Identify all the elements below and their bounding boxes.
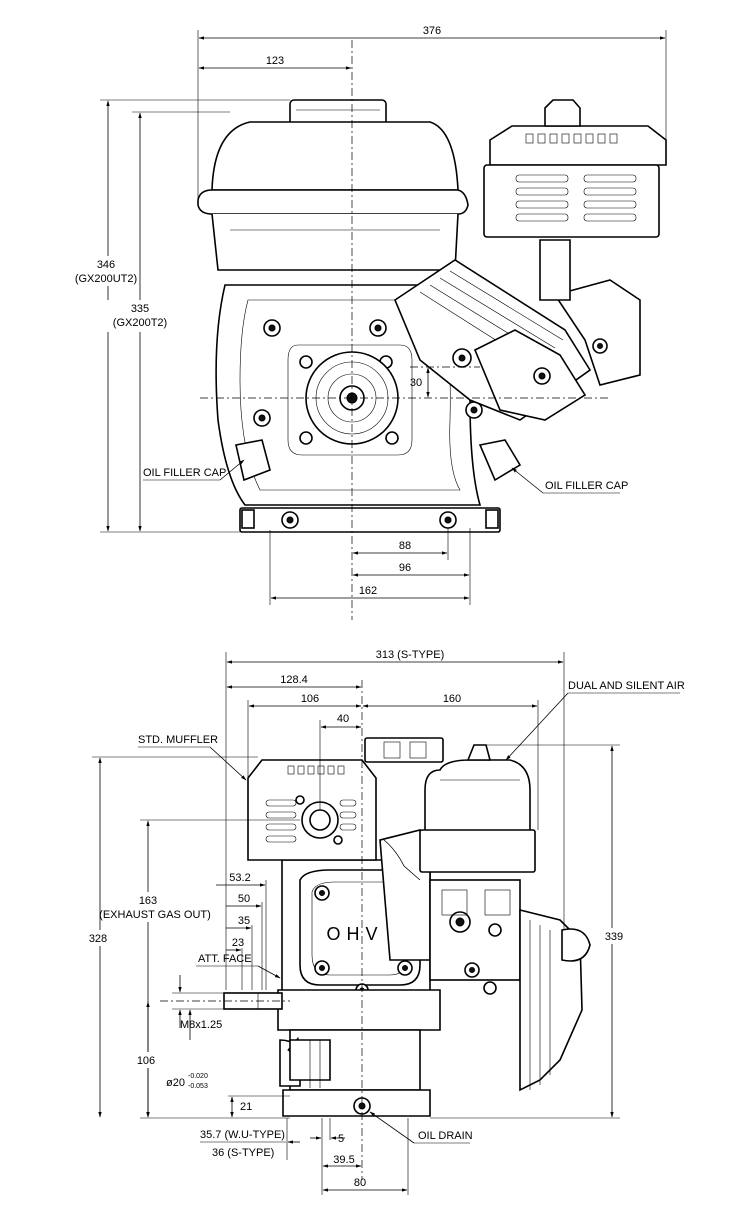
dim-335: 335 xyxy=(131,303,149,315)
dim-96: 96 xyxy=(399,562,411,574)
dim-exhaust-height: 163 (EXHAUST GAS OUT) xyxy=(96,819,300,1119)
recoil-starter-side xyxy=(519,908,591,1092)
label-oil-filler-cap-left: OIL FILLER CAP xyxy=(143,467,226,479)
side-view: OHV xyxy=(86,649,685,1195)
ohv-embossing: OHV xyxy=(326,924,383,944)
dim-30: 30 xyxy=(410,377,422,389)
svg-text:160: 160 xyxy=(443,693,461,705)
dim-21: 21 xyxy=(228,1095,290,1118)
label-oil-drain: OIL DRAIN xyxy=(418,1130,473,1142)
label-m8-thread: M8x1.25 xyxy=(180,1019,222,1031)
tolerance-lower: -0.053 xyxy=(188,1083,208,1090)
dim-80: 80 xyxy=(354,1177,366,1189)
dim-center-height: 30 xyxy=(410,367,430,398)
tolerance-upper: -0.020 xyxy=(188,1073,208,1080)
label-dual-silent-air: DUAL AND SILENT AIR xyxy=(568,680,685,692)
svg-text:21: 21 xyxy=(240,1101,252,1113)
dim-36-s: 36 (S-TYPE) xyxy=(212,1147,274,1159)
callout-muffler: STD. MUFFLER xyxy=(138,734,247,781)
dim-163: 163 xyxy=(139,895,157,907)
callout-oil-filler-left: OIL FILLER CAP xyxy=(143,459,245,481)
dim-313: 313 (S-TYPE) xyxy=(376,649,444,661)
dim-overall-width-side: 313 (S-TYPE) xyxy=(225,649,565,990)
label-att-face: ATT. FACE xyxy=(198,953,252,965)
dim-40: 40 xyxy=(319,713,362,810)
carburetor xyxy=(379,829,521,995)
dim-overall-width-top: 376 xyxy=(197,25,667,200)
dim-att-face-offsets: 53.2 50 35 23 xyxy=(216,872,267,990)
dim-328: 328 xyxy=(89,933,107,945)
label-oil-filler-cap-right: OIL FILLER CAP xyxy=(545,480,628,492)
dim-106-shaft: 106 xyxy=(137,1055,155,1067)
dim-35-7-wu: 35.7 (W.U-TYPE) xyxy=(200,1129,285,1141)
callout-att-face: ATT. FACE xyxy=(196,953,281,979)
label-gx200t2: (GX200T2) xyxy=(113,317,167,329)
dim-height-left: 328 xyxy=(86,756,258,1118)
svg-text:53.2: 53.2 xyxy=(229,872,250,884)
dim-339: 339 xyxy=(605,931,623,943)
dim-376: 376 xyxy=(423,25,441,37)
svg-text:128.4: 128.4 xyxy=(280,674,308,686)
callout-oil-filler-right: OIL FILLER CAP xyxy=(511,467,628,494)
oil-filler-cap-left-shape xyxy=(235,439,271,482)
air-cleaner xyxy=(419,744,536,873)
dim-346: 346 xyxy=(97,259,115,271)
cylinder-head xyxy=(394,239,641,421)
label-exhaust-gas-out: (EXHAUST GAS OUT) xyxy=(99,909,211,921)
dim-39-5: 39.5 xyxy=(333,1154,354,1166)
label-std-muffler: STD. MUFFLER xyxy=(138,734,218,746)
dim-162: 162 xyxy=(359,585,377,597)
oil-filler-cap-right-shape xyxy=(478,439,522,482)
svg-text:35: 35 xyxy=(238,915,250,927)
svg-text:23: 23 xyxy=(232,937,244,949)
dim-88: 88 xyxy=(399,540,411,552)
dim-106-160: 106 160 xyxy=(247,693,539,830)
svg-text:106: 106 xyxy=(301,693,319,705)
dim-shaft: M8x1.25 106 ø20 -0.020 -0.053 xyxy=(132,975,224,1118)
dim-bottom-offsets: 35.7 (W.U-TYPE) 36 (S-TYPE) 5 39.5 80 xyxy=(200,1118,409,1195)
callout-air-cleaner: DUAL AND SILENT AIR xyxy=(505,680,685,761)
dim-mount-spacing: 88 96 162 xyxy=(269,528,471,605)
callout-oil-drain: OIL DRAIN xyxy=(369,1111,473,1144)
dim-123: 123 xyxy=(266,55,284,67)
muffler-top xyxy=(483,99,667,238)
base-feet xyxy=(239,507,501,533)
dim-height-right: 339 xyxy=(430,744,628,1119)
top-view: 376 123 346 (GX200UT2) 335 (GX200T2) 30 xyxy=(64,25,667,620)
svg-text:50: 50 xyxy=(238,893,250,905)
label-gx200ut2: (GX200UT2) xyxy=(75,273,137,285)
svg-text:40: 40 xyxy=(337,713,349,725)
dim-height-t2: 335 (GX200T2) xyxy=(106,111,230,532)
fuel-tank xyxy=(197,99,469,271)
dim-center-offset: 123 xyxy=(198,55,352,70)
muffler-side xyxy=(247,759,377,861)
dim-128-4: 128.4 xyxy=(226,674,362,689)
dim-5: 5 xyxy=(338,1133,344,1145)
label-shaft-diameter: ø20 xyxy=(166,1077,185,1089)
